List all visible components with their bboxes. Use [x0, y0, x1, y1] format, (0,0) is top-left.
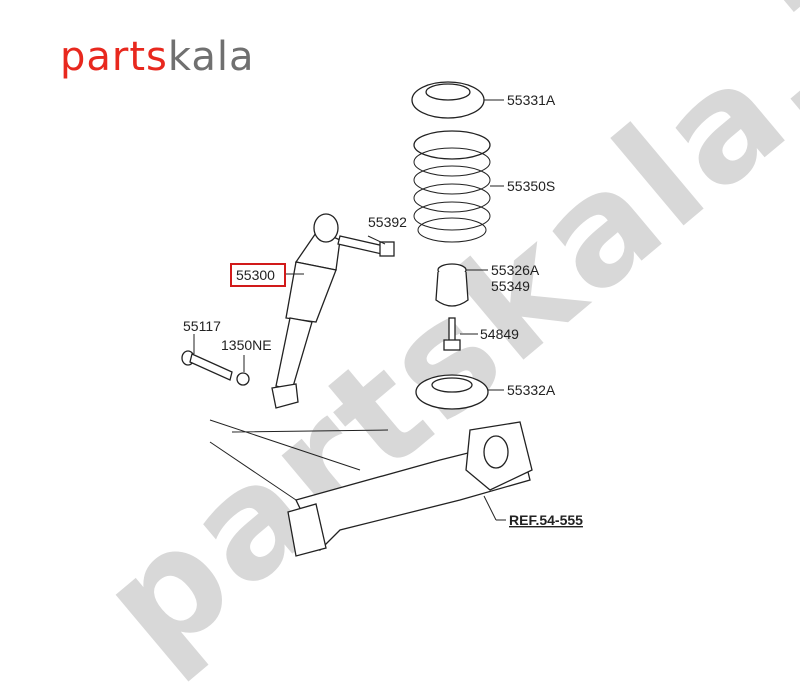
label-55350S[interactable]: 55350S	[507, 178, 555, 194]
lower-spring-seat[interactable]	[415, 374, 489, 410]
leader-lines	[193, 99, 506, 521]
label-1350NE[interactable]: 1350NE	[221, 337, 272, 353]
bolt-55117[interactable]	[181, 350, 233, 381]
label-55300[interactable]: 55300	[236, 267, 275, 283]
coil-spring[interactable]	[413, 130, 491, 243]
label-54849[interactable]: 54849	[480, 326, 519, 342]
bump-stopper[interactable]	[435, 263, 469, 307]
reference-link[interactable]: REF.54-555	[509, 512, 583, 528]
bolt-55392[interactable]	[337, 235, 395, 257]
label-55117[interactable]: 55117	[183, 318, 221, 334]
logo-kala: kala	[167, 34, 255, 80]
rear-torsion-axle[interactable]	[209, 419, 533, 557]
label-55326A[interactable]: 55326A	[491, 262, 540, 278]
parts-diagram: 55331A 55350S 55392 55300 55326A 55349 5…	[181, 81, 583, 557]
label-55349[interactable]: 55349	[491, 278, 530, 294]
label-55332A[interactable]: 55332A	[507, 382, 556, 398]
label-55392[interactable]: 55392	[368, 214, 407, 230]
upper-spring-seat[interactable]	[411, 81, 485, 119]
highlight-box	[230, 263, 286, 287]
label-55331A[interactable]: 55331A	[507, 92, 556, 108]
logo-parts: parts	[60, 34, 168, 80]
logo: partskala	[60, 34, 254, 80]
washer-1350NE[interactable]	[236, 372, 250, 386]
shock-absorber[interactable]	[271, 213, 341, 409]
bolt-54849[interactable]	[443, 317, 461, 351]
